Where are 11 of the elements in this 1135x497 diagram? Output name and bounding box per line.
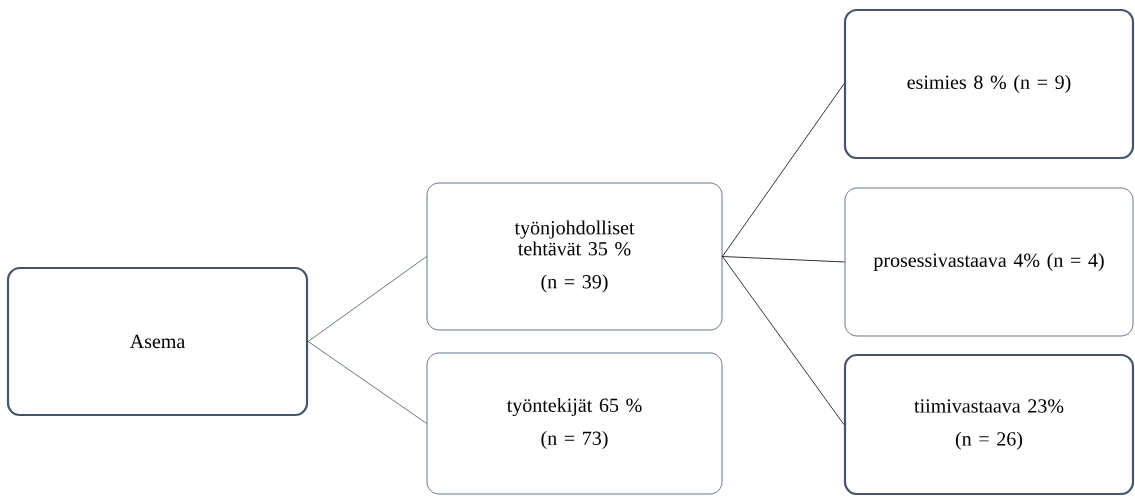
connector-line (307, 256, 427, 342)
text-box: Asema (6, 266, 309, 417)
text-box: prosessivastaava 4% (n = 4) (844, 187, 1134, 337)
text-box: työntekijät 65 % (n = 73) (426, 352, 723, 495)
text-box: työnjohdolliset tehtävät 35 % (n = 39) (426, 182, 723, 331)
text-box: tiimivastaava 23% (n = 26) (843, 353, 1135, 496)
connector-line (722, 256, 845, 263)
text-box: esimies 8 % (n = 9) (843, 8, 1135, 160)
connector-line (722, 256, 845, 425)
connector-line (307, 341, 427, 424)
connector-line (722, 83, 845, 257)
